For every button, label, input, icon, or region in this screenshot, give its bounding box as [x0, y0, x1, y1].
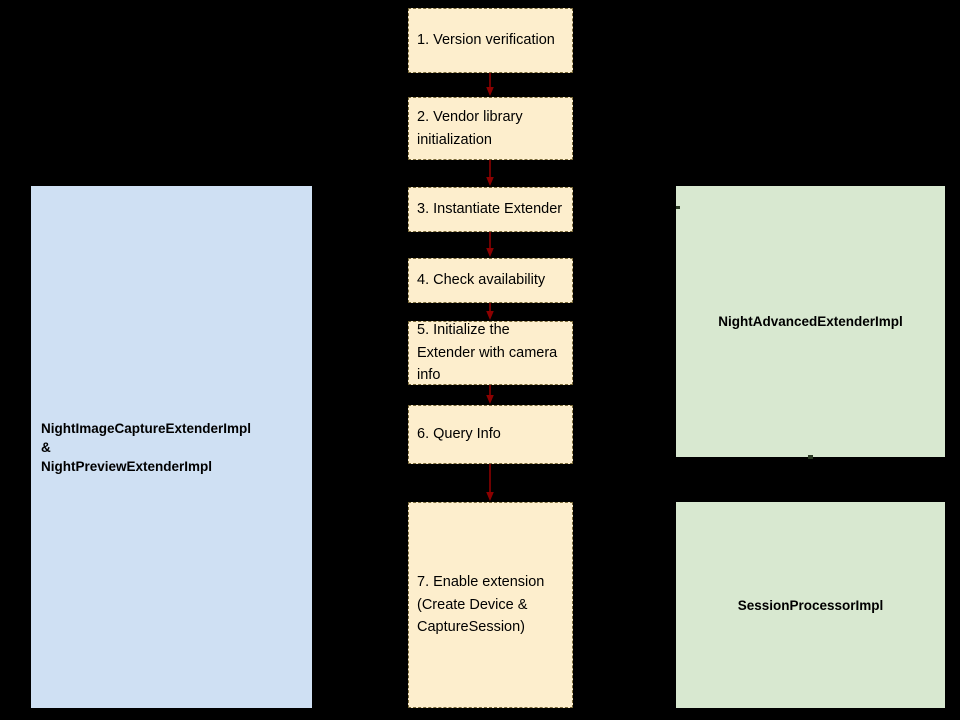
node-label-session-processor-impl: SessionProcessorImpl	[737, 597, 884, 613]
arrow-step1-to-step2	[486, 73, 494, 96]
node-night-advanced-extender-impl[interactable]: NightAdvancedExtenderImpl	[676, 186, 945, 457]
node-label-night-advanced-extender-impl: NightAdvancedExtenderImpl	[718, 314, 903, 329]
arrow-step2-to-step3	[486, 160, 494, 186]
node-label-step-2: 2. Vendor library initialization	[417, 109, 523, 148]
node-label-step-6: 6. Query Info	[417, 426, 501, 443]
node-step-3-instantiate-extender[interactable]: 3. Instantiate Extender	[408, 187, 573, 232]
node-session-processor-impl[interactable]: SessionProcessorImpl	[676, 502, 945, 708]
node-label-step-1: 1. Version verification	[417, 32, 555, 49]
arrow-step3-to-step4	[486, 232, 494, 257]
node-step-5-initialize-extender-with-camera-info[interactable]: 5. Initialize the Extender with camera i…	[408, 321, 573, 385]
node-night-extender-impl-group[interactable]: NightImageCaptureExtenderImpl & NightPre…	[31, 186, 312, 708]
node-label-night-extender-impl-group: NightImageCaptureExtenderImpl & NightPre…	[41, 420, 252, 474]
node-label-step-7: 7. Enable extension (Create Device & Cap…	[417, 574, 545, 636]
connector-stub-advanced-extender-left	[676, 206, 680, 209]
node-label-step-4: 4. Check availability	[417, 272, 546, 289]
node-step-7-enable-extension[interactable]: 7. Enable extension (Create Device & Cap…	[408, 502, 573, 708]
connector-stub-advanced-extender-bottom	[808, 455, 813, 459]
arrow-step5-to-step6	[486, 385, 494, 404]
node-step-6-query-info[interactable]: 6. Query Info	[408, 405, 573, 464]
node-step-1-version-verification[interactable]: 1. Version verification	[408, 8, 573, 73]
node-step-2-vendor-library-initialization[interactable]: 2. Vendor library initialization	[408, 97, 573, 160]
arrow-step4-to-step5	[486, 303, 494, 320]
node-step-4-check-availability[interactable]: 4. Check availability	[408, 258, 573, 303]
node-label-step-5: 5. Initialize the Extender with camera i…	[417, 322, 558, 384]
node-label-step-3: 3. Instantiate Extender	[417, 201, 563, 218]
arrow-step6-to-step7	[486, 464, 494, 501]
